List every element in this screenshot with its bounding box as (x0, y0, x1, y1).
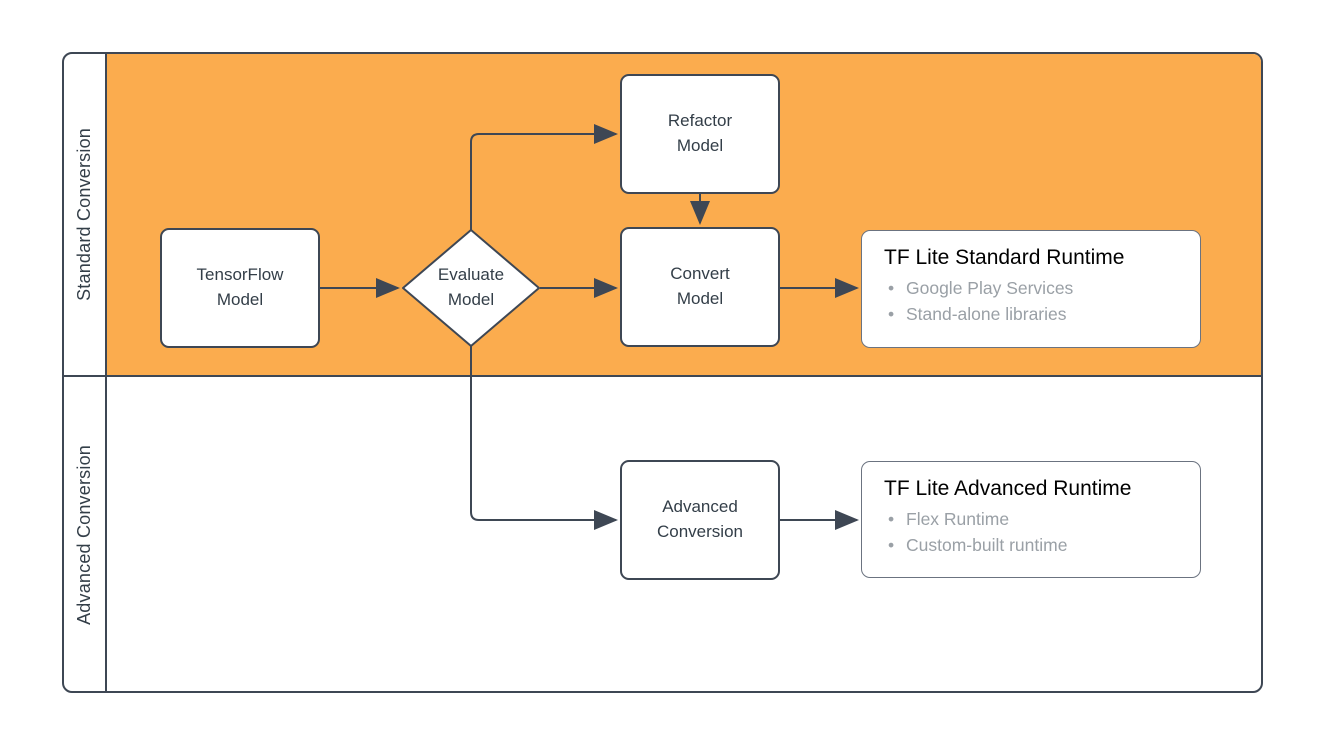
lane-divider (64, 375, 1261, 377)
node-label: Refactor Model (667, 111, 733, 155)
node-evaluate-model[interactable]: Evaluate Model (401, 228, 541, 348)
node-tf-lite-advanced-runtime[interactable]: TF Lite Advanced Runtime Flex Runtime Cu… (861, 461, 1201, 578)
node-tf-lite-standard-runtime[interactable]: TF Lite Standard Runtime Google Play Ser… (861, 230, 1201, 348)
node-label: Convert Model (670, 264, 730, 308)
connector-evaluate-to-advanced-conversion[interactable] (470, 346, 618, 530)
runtime-title: TF Lite Advanced Runtime (884, 477, 1132, 500)
runtime-bullet-list: Google Play Services Stand-alone librari… (884, 276, 1073, 328)
lane-label-strip (64, 54, 107, 691)
runtime-bullet: Custom-built runtime (884, 533, 1067, 559)
node-label: TensorFlow Model (196, 265, 284, 309)
runtime-bullet: Flex Runtime (884, 507, 1067, 533)
node-advanced-conversion[interactable]: Advanced Conversion (620, 460, 780, 580)
node-label: Advanced Conversion (657, 497, 743, 541)
node-refactor-model[interactable]: Refactor Model (620, 74, 780, 194)
runtime-bullet: Google Play Services (884, 276, 1073, 302)
runtime-bullet: Stand-alone libraries (884, 302, 1073, 328)
node-tensorflow-model[interactable]: TensorFlow Model (160, 228, 320, 348)
connector-evaluate-to-refactor[interactable] (470, 124, 618, 230)
runtime-bullet-list: Flex Runtime Custom-built runtime (884, 507, 1067, 559)
runtime-title: TF Lite Standard Runtime (884, 246, 1125, 269)
node-label: Evaluate Model (437, 265, 505, 309)
node-convert-model[interactable]: Convert Model (620, 227, 780, 347)
decision-diamond-shape (402, 229, 540, 347)
